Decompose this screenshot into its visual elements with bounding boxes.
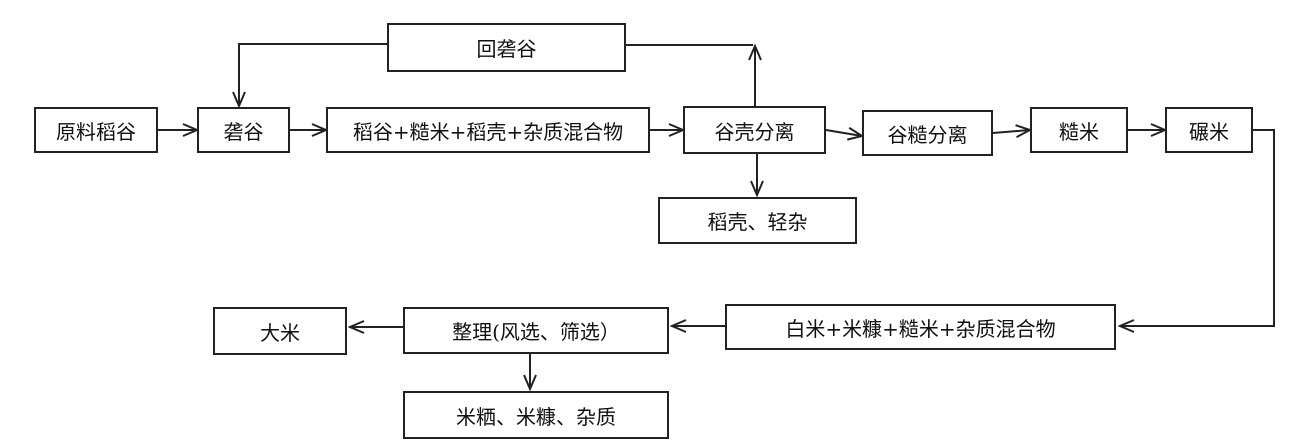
node-husk-light-impurities: 稻壳、轻杂 [658, 197, 857, 244]
node-raw-paddy: 原料稻谷 [34, 107, 158, 153]
node-rice: 大米 [213, 307, 347, 355]
arrow-return-to-huller [239, 43, 387, 106]
node-finishing: 整理(风选、筛选） [403, 307, 669, 354]
arrow-milling-to-white-rice-mixture [1120, 129, 1275, 326]
node-brown-rice: 糙米 [1030, 107, 1128, 153]
node-byproducts: 米粞、米糠、杂质 [403, 391, 669, 439]
node-white-rice-mixture: 白米+米糠+糙米+杂质混合物 [725, 304, 1116, 350]
node-huller: 砻谷 [197, 107, 290, 153]
node-husk-separation: 谷壳分离 [683, 106, 826, 154]
node-paddy-mixture: 稻谷+糙米+稻壳+杂质混合物 [326, 107, 650, 153]
node-paddy-brown-separation: 谷糙分离 [862, 110, 993, 156]
node-milling: 碾米 [1165, 107, 1253, 153]
arrow-to-paddy-brown-separation [825, 130, 862, 136]
arrow-to-brown-rice [992, 130, 1030, 133]
node-return-huller: 回砻谷 [387, 23, 626, 72]
